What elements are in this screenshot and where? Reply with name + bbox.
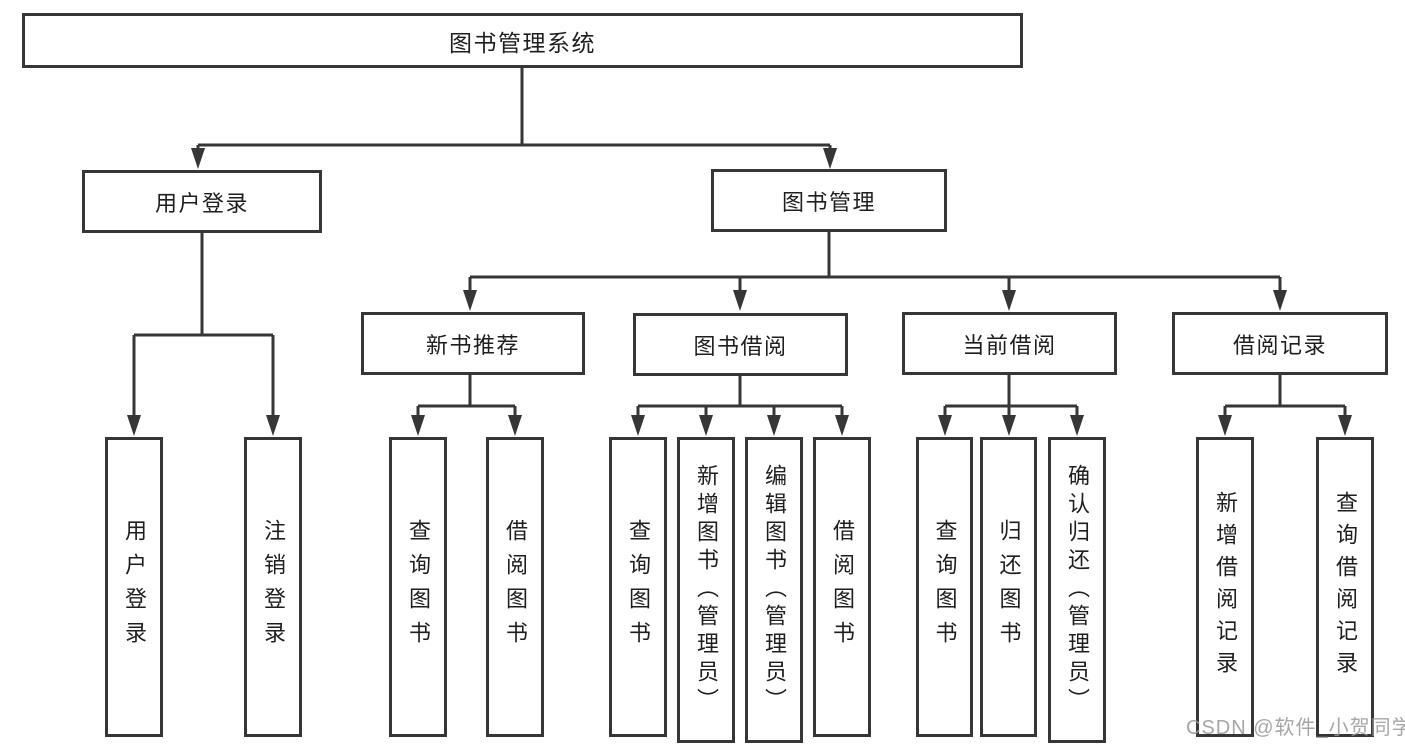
- leaf-confirm-return-admin-label: 确认归还（管理员）: [1065, 464, 1090, 716]
- node-current-borrowing: 当前借阅: [902, 312, 1117, 375]
- leaf-user-login: 用户登录: [105, 437, 163, 737]
- leaf-borrow-book-recommend: 借阅图书: [486, 437, 544, 737]
- leaf-user-login-label: 用户登录: [122, 519, 147, 655]
- leaf-add-borrow-record: 新增借阅记录: [1196, 437, 1254, 737]
- leaf-return-book-label: 归还图书: [996, 519, 1022, 655]
- leaf-borrow-book-label: 借阅图书: [830, 519, 855, 655]
- node-book-management-label: 图书管理: [781, 189, 876, 215]
- leaf-add-book-admin-label: 新增图书（管理员）: [694, 464, 719, 716]
- leaf-edit-book-admin-label: 编辑图书（管理员）: [762, 464, 787, 716]
- leaf-query-borrow-record-label: 查询借阅记录: [1333, 491, 1358, 683]
- leaf-query-book-borrowing-label: 查询图书: [626, 519, 651, 655]
- leaf-logout-label: 注销登录: [261, 519, 286, 655]
- node-user-login: 用户登录: [82, 170, 322, 233]
- node-book-management: 图书管理: [711, 169, 947, 232]
- node-root-label: 图书管理系统: [449, 29, 596, 56]
- leaf-query-book-current-label: 查询图书: [932, 519, 958, 655]
- leaf-query-borrow-record: 查询借阅记录: [1316, 437, 1374, 737]
- node-new-book-recommend-label: 新书推荐: [425, 332, 520, 358]
- node-borrowing-records-label: 借阅记录: [1232, 332, 1327, 358]
- node-borrowing-records: 借阅记录: [1172, 312, 1388, 375]
- node-book-borrowing-label: 图书借阅: [693, 333, 788, 359]
- leaf-query-book-current: 查询图书: [916, 437, 973, 737]
- leaf-return-book: 归还图书: [980, 437, 1037, 737]
- node-user-login-label: 用户登录: [154, 190, 249, 216]
- leaf-query-book-recommend: 查询图书: [389, 437, 447, 737]
- node-root: 图书管理系统: [22, 13, 1023, 68]
- leaf-borrow-book-recommend-label: 借阅图书: [503, 519, 528, 655]
- watermark-text: CSDN @软件_小贺同学: [1186, 717, 1405, 739]
- node-book-borrowing: 图书借阅: [633, 313, 848, 376]
- leaf-query-book-recommend-label: 查询图书: [406, 519, 431, 655]
- leaf-add-book-admin: 新增图书（管理员）: [677, 437, 735, 743]
- leaf-confirm-return-admin: 确认归还（管理员）: [1048, 437, 1106, 743]
- node-new-book-recommend: 新书推荐: [361, 312, 585, 375]
- leaf-edit-book-admin: 编辑图书（管理员）: [745, 437, 803, 743]
- leaf-add-borrow-record-label: 新增借阅记录: [1213, 491, 1238, 683]
- leaf-logout: 注销登录: [244, 437, 302, 737]
- leaf-query-book-borrowing: 查询图书: [609, 437, 667, 737]
- leaf-borrow-book: 借阅图书: [813, 437, 871, 737]
- node-current-borrowing-label: 当前借阅: [962, 332, 1057, 358]
